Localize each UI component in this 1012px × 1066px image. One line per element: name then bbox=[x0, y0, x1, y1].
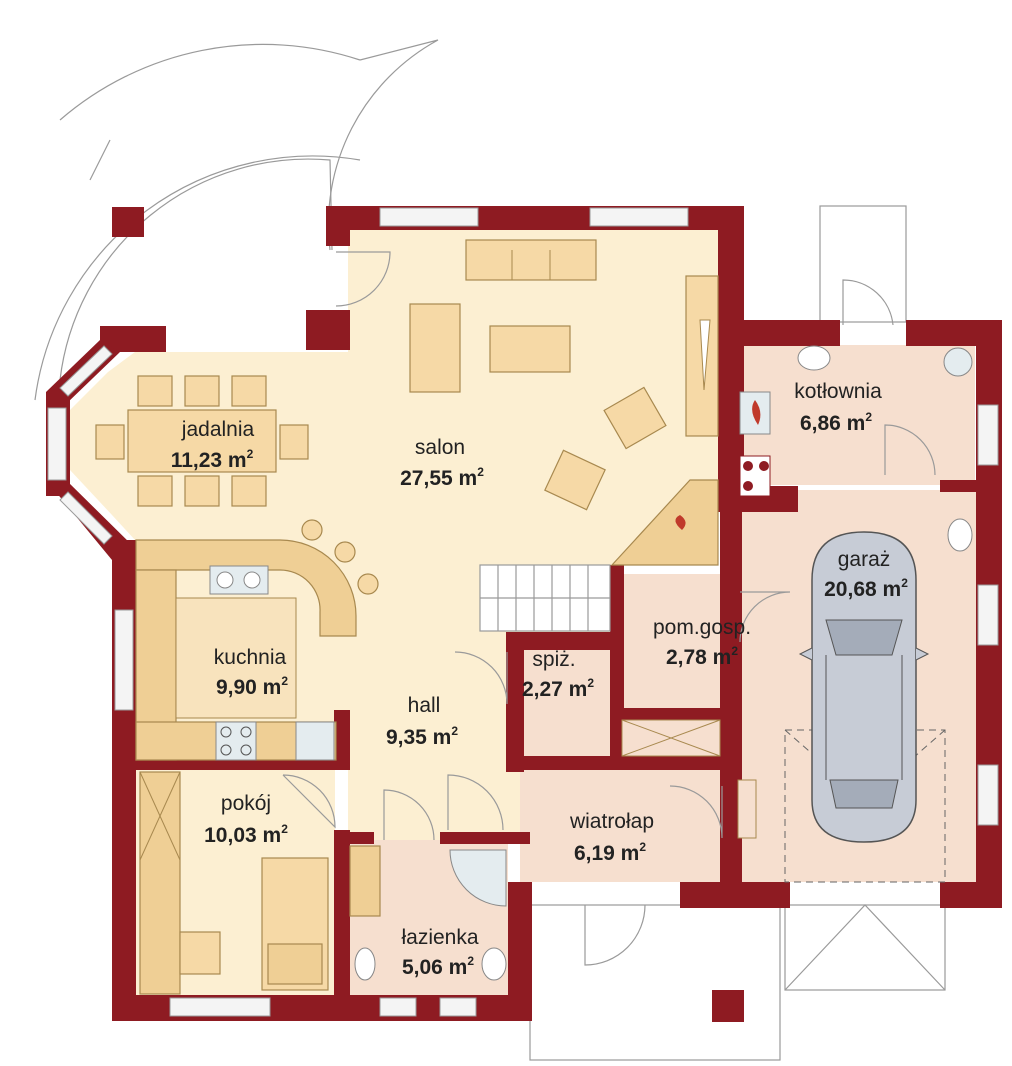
bathroom-furniture bbox=[349, 845, 507, 981]
room-area-hall: 9,35 m2 bbox=[386, 724, 458, 749]
bar-stool bbox=[357, 573, 379, 595]
area-value: 9,35 m bbox=[386, 726, 451, 749]
room-name-jadalnia: jadalnia bbox=[181, 418, 255, 441]
room-area-salon: 27,55 m2 bbox=[400, 465, 484, 490]
room-area-jadalnia: 11,23 m2 bbox=[171, 447, 254, 472]
area-unit-exponent: 2 bbox=[639, 840, 646, 854]
area-value: 5,06 m bbox=[402, 956, 467, 979]
room-area-pom-gosp: 2,78 m2 bbox=[666, 644, 738, 669]
room-area-pokoj: 10,03 m2 bbox=[204, 822, 288, 847]
kitchen-furniture bbox=[135, 519, 379, 761]
sink-icon bbox=[797, 345, 831, 371]
area-unit-exponent: 2 bbox=[731, 644, 738, 658]
armchair bbox=[544, 449, 606, 511]
boiler-room-furniture bbox=[739, 345, 973, 497]
terrace-column bbox=[112, 207, 144, 237]
kitchen-island bbox=[175, 597, 297, 719]
utility-furniture bbox=[621, 719, 757, 839]
area-value: 6,19 m bbox=[574, 842, 639, 865]
room-area-kotlownia: 6,86 m2 bbox=[800, 410, 872, 435]
tank-icon bbox=[943, 347, 973, 377]
room-labels: jadalnia 11,23 m2 salon 27,55 m2 kotłown… bbox=[171, 380, 908, 979]
shower bbox=[449, 849, 507, 907]
area-value: 11,23 m bbox=[171, 449, 247, 472]
area-value: 9,90 m bbox=[216, 676, 281, 699]
room-name-lazienka: łazienka bbox=[401, 926, 478, 949]
kitchen-counter-curved bbox=[135, 539, 357, 637]
area-value: 2,78 m bbox=[666, 646, 731, 669]
area-unit-exponent: 2 bbox=[477, 465, 484, 479]
front-porch bbox=[529, 904, 946, 1061]
room-name-hall: hall bbox=[408, 694, 441, 717]
room-name-pom-gosp: pom.gosp. bbox=[653, 616, 751, 639]
room-name-spiz: spiż. bbox=[532, 648, 575, 671]
area-unit-exponent: 2 bbox=[451, 724, 458, 738]
room-area-lazienka: 5,06 m2 bbox=[402, 954, 474, 979]
area-unit-exponent: 2 bbox=[467, 954, 474, 968]
sink-icon bbox=[947, 518, 973, 552]
room-name-garaz: garaż bbox=[838, 548, 891, 571]
room-name-pokoj: pokój bbox=[221, 792, 271, 815]
area-unit-exponent: 2 bbox=[281, 674, 288, 688]
coffee-table bbox=[489, 325, 571, 373]
area-value: 20,68 m bbox=[824, 578, 901, 601]
area-unit-exponent: 2 bbox=[247, 447, 254, 461]
room-area-kuchnia: 9,90 m2 bbox=[216, 674, 288, 699]
salon-furniture bbox=[409, 239, 719, 566]
sink-icon bbox=[481, 947, 507, 981]
room-name-salon: salon bbox=[415, 436, 465, 459]
area-unit-exponent: 2 bbox=[281, 822, 288, 836]
area-value: 27,55 m bbox=[400, 467, 477, 490]
room-furniture bbox=[139, 771, 329, 995]
room-area-garaz: 20,68 m2 bbox=[824, 576, 908, 601]
room-area-spiz: 2,27 m2 bbox=[522, 676, 594, 701]
terrace bbox=[34, 39, 439, 401]
wardrobe bbox=[139, 771, 181, 995]
dining-furniture bbox=[95, 375, 309, 507]
bar-stool bbox=[334, 541, 356, 563]
stove bbox=[215, 721, 257, 761]
garage-furniture bbox=[784, 518, 973, 883]
room-area-wiatrolap: 6,19 m2 bbox=[574, 840, 646, 865]
porch-column bbox=[712, 990, 744, 1022]
area-value: 2,27 m bbox=[522, 678, 587, 701]
fireplace bbox=[610, 479, 719, 566]
armchair bbox=[603, 386, 667, 450]
car-icon bbox=[798, 531, 930, 843]
room-name-kotlownia: kotłownia bbox=[794, 380, 882, 403]
area-value: 6,86 m bbox=[800, 412, 865, 435]
sofa-side bbox=[409, 303, 461, 393]
room-name-kuchnia: kuchnia bbox=[214, 646, 287, 669]
cabinet bbox=[349, 845, 381, 917]
bar-stool bbox=[301, 519, 323, 541]
boiler-room-entrance-step bbox=[819, 205, 907, 323]
doors bbox=[282, 251, 936, 966]
area-unit-exponent: 2 bbox=[865, 410, 872, 424]
room-name-wiatrolap: wiatrołap bbox=[569, 810, 654, 833]
stairs bbox=[479, 564, 611, 632]
windows bbox=[47, 207, 999, 1017]
area-value: 10,03 m bbox=[204, 824, 281, 847]
toilet-icon bbox=[354, 947, 376, 981]
sofa bbox=[465, 239, 597, 281]
area-unit-exponent: 2 bbox=[587, 676, 594, 690]
area-unit-exponent: 2 bbox=[901, 576, 908, 590]
dining-table bbox=[127, 409, 277, 473]
